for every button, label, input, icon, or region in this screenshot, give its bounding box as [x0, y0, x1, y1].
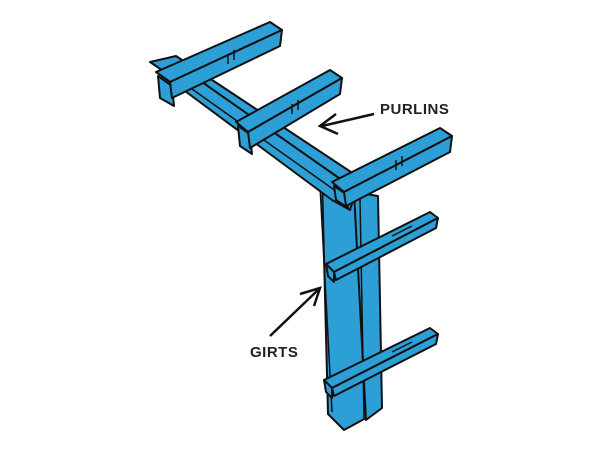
purlin-1: [155, 21, 283, 107]
purlin-3: [331, 127, 453, 209]
girt-1: [325, 211, 439, 283]
girts-label: GIRTS: [250, 344, 299, 361]
purlins-arrow: [317, 112, 375, 136]
purlin-2: [235, 69, 343, 155]
girts-arrow: [269, 286, 322, 337]
girt-2: [323, 327, 439, 399]
purlins-label: PURLINS: [380, 101, 450, 118]
